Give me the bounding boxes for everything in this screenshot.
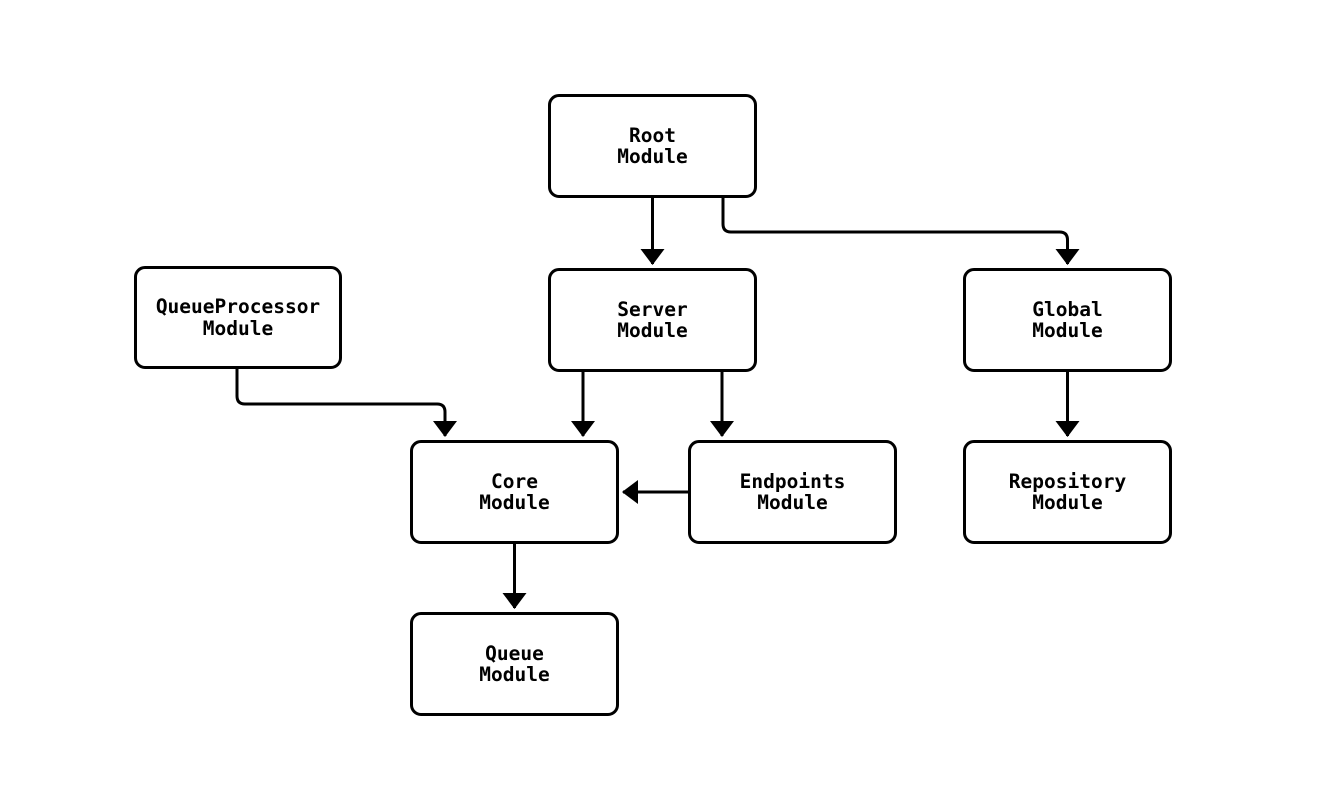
node-root-module-label: Root Module <box>617 123 688 168</box>
node-queueprocessor-module-label: QueueProcessor Module <box>155 295 321 340</box>
edge-root-to-global <box>721 198 1080 265</box>
node-repository-module-label: Repository Module <box>1008 469 1127 514</box>
node-server-module-label: Server Module <box>617 297 688 342</box>
node-root-module: Root Module <box>548 94 757 198</box>
node-global-module: Global Module <box>963 268 1172 372</box>
node-repository-module: Repository Module <box>963 440 1172 544</box>
node-server-module: Server Module <box>548 268 757 372</box>
node-global-module-label: Global Module <box>1032 297 1103 342</box>
node-queue-module-label: Queue Module <box>479 641 550 686</box>
node-queue-module: Queue Module <box>410 612 619 716</box>
node-core-module: Core Module <box>410 440 619 544</box>
edge-queueprocessor-to-core <box>235 369 457 437</box>
node-endpoints-module: Endpoints Module <box>688 440 897 544</box>
node-endpoints-module-label: Endpoints Module <box>739 469 846 514</box>
node-core-module-label: Core Module <box>479 469 550 514</box>
node-queueprocessor-module: QueueProcessor Module <box>134 266 342 369</box>
